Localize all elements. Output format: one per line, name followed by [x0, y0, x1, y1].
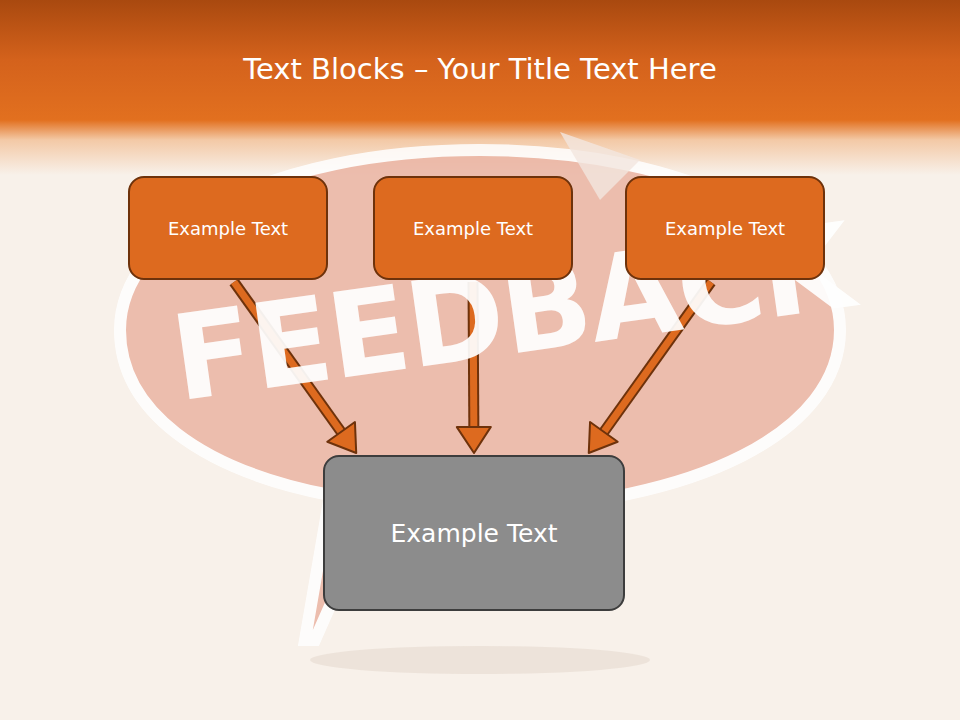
- box-text: Example Text: [391, 519, 558, 548]
- box-text: Example Text: [665, 218, 785, 239]
- result-box: Example Text: [323, 455, 625, 611]
- input-box: Example Text: [625, 176, 825, 280]
- input-box: Example Text: [373, 176, 573, 280]
- slide-title: Text Blocks – Your Title Text Here: [0, 52, 960, 86]
- box-text: Example Text: [413, 218, 533, 239]
- input-box: Example Text: [128, 176, 328, 280]
- box-text: Example Text: [168, 218, 288, 239]
